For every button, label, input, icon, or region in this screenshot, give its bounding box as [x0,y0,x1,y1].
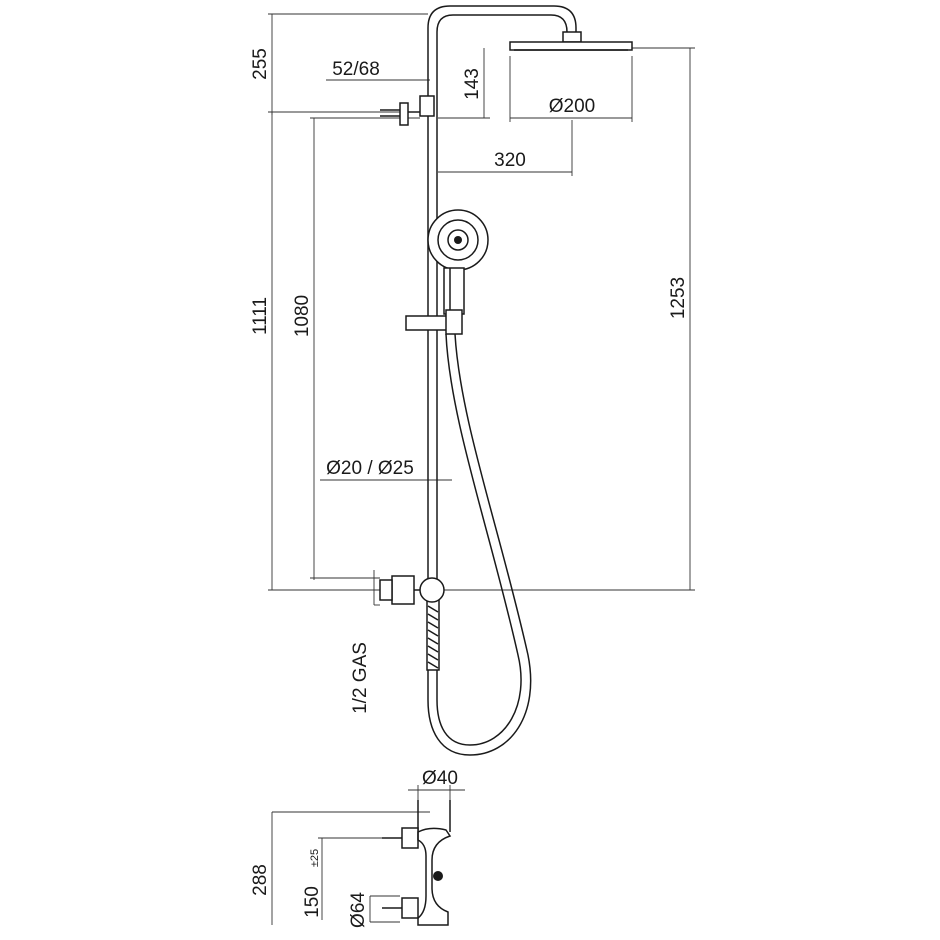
label-total-height: 1253 [668,277,689,319]
label-tube-diameter: Ø20 / Ø25 [326,458,414,479]
hand-shower-handle [443,267,465,315]
dimension-lines [268,13,695,925]
label-center-distance: 150 [302,886,323,918]
label-top-offset: 255 [250,48,271,80]
label-arm-length: 320 [494,150,526,171]
shower-head [509,41,633,51]
label-connection: 1/2 GAS [350,642,371,714]
shower-head-connector [562,31,582,43]
mixer-body [417,827,452,926]
shower-column [379,5,633,756]
riser-pipe-inner [436,14,568,596]
label-bar-height: 1111 [250,297,271,335]
label-head-drop: 143 [462,68,483,100]
riser-pipe [427,5,577,596]
mixer-bottom-valve [401,897,419,919]
label-outlet-height: 1080 [292,295,313,337]
dimension-labels: 255 1111 1080 1253 52/68 143 Ø200 320 Ø2… [250,48,689,928]
mixer-top-valve [401,827,419,849]
label-center-tolerance: ±25 [309,849,321,867]
label-arm-spacing: 52/68 [332,59,380,80]
shower-hose [427,333,532,756]
label-head-diameter: Ø200 [549,96,595,117]
label-mixer-height: 288 [250,864,271,896]
lower-wall-bracket [391,575,415,605]
mixer-knob-dot [433,871,443,881]
mixer-detail [382,800,452,926]
label-knob-diameter: Ø40 [422,768,458,789]
upper-wall-bracket [399,102,409,126]
label-escutcheon-diameter: Ø64 [348,892,369,928]
diverter-knob [419,577,445,603]
